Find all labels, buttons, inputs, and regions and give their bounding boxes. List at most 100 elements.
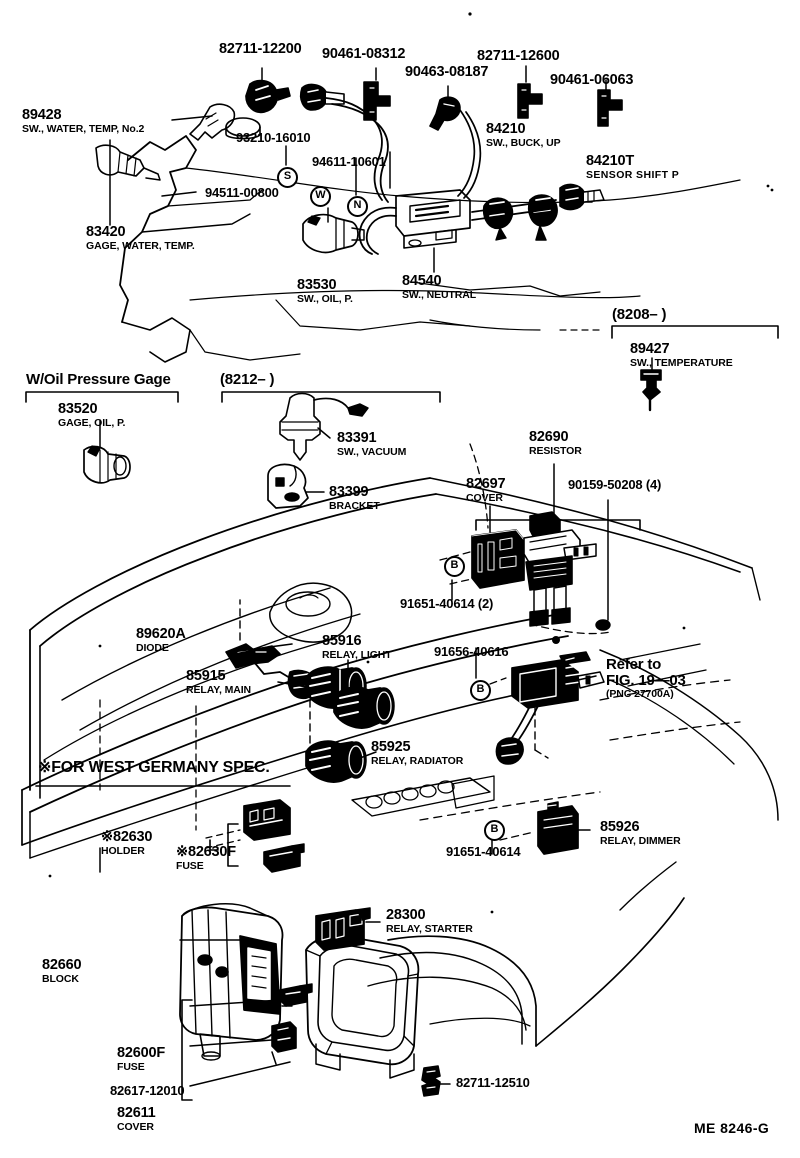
part-desc: SW., WATER, TEMP, No.2 [22, 122, 145, 135]
part-label-85915: 85915 RELAY, MAIN [186, 669, 251, 695]
diagram-code: ME 8246-G [694, 1120, 770, 1136]
group-header-text: (8208– ) [612, 306, 667, 323]
part-label-90463-08187: 90463-08187 [405, 65, 488, 80]
part-number: 82690 [529, 429, 569, 445]
part-number: 90159-50208 (4) [568, 477, 662, 492]
part-number: 82600F [117, 1045, 165, 1061]
part-number: 83399 [329, 484, 369, 500]
part-label-82630F: ※82630F FUSE [176, 845, 236, 871]
cross-reference-note: Refer to FIG. 19—03 (PNC 27700A) [606, 657, 686, 700]
part-label-91656-40616: 91656-40616 [434, 644, 509, 659]
part-number: 82711-12600 [477, 48, 560, 64]
part-label-85926: 85926 RELAY, DIMMER [600, 820, 681, 846]
part-desc: FUSE [176, 859, 204, 872]
marker-s-icon: S [277, 167, 298, 188]
part-desc: SW., NEUTRAL [402, 288, 477, 301]
part-number: 85925 [371, 739, 411, 755]
cross-ref-line1: Refer to [606, 656, 662, 673]
part-label-89620A: 89620A DIODE [136, 627, 186, 653]
part-label-84540: 84540 SW., NEUTRAL [402, 274, 476, 300]
part-number: 90461-08312 [322, 46, 406, 62]
marker-w-icon: W [310, 186, 331, 207]
part-label-91651-40614-2: 91651-40614 (2) [400, 597, 493, 610]
group-header-oil-pressure-gage: W/Oil Pressure Gage [26, 372, 171, 388]
part-desc: RELAY, RADIATOR [371, 754, 464, 767]
part-desc: RELAY, MAIN [186, 683, 252, 696]
part-label-82600F: 82600F FUSE [117, 1046, 165, 1072]
part-number: 94511-00800 [205, 185, 279, 200]
part-label-82697: 82697 COVER [466, 477, 506, 504]
part-label-84210: 84210 SW., BUCK, UP [486, 122, 561, 148]
part-number: 91651-40614 [446, 844, 521, 859]
part-label-91651-40614: 91651-40614 [446, 844, 521, 859]
part-desc: BRACKET [329, 499, 380, 512]
part-label-83520: 83520 GAGE, OIL, P. [58, 402, 125, 428]
part-label-82660: 82660 BLOCK [42, 958, 82, 985]
part-number: 84210 [486, 121, 526, 137]
part-number: 91656-40616 [434, 644, 509, 659]
group-header-text: W/Oil Pressure Gage [26, 371, 171, 388]
part-number: 83391 [337, 430, 377, 446]
part-label-82690: 82690 RESISTOR [529, 430, 582, 456]
part-label-82630: ※82630 HOLDER [101, 830, 152, 856]
part-number: 84210T [586, 153, 634, 169]
marker-n-icon: N [347, 196, 368, 217]
cross-ref-line2: FIG. 19—03 [606, 671, 686, 689]
part-label-83391: 83391 SW., VACUUM [337, 431, 406, 457]
part-desc: FUSE [117, 1060, 145, 1073]
part-label-28300: 28300 RELAY, STARTER [386, 908, 473, 934]
part-number: 85916 [322, 633, 362, 649]
part-label-85916: 85916 RELAY, LIGHT [322, 634, 392, 660]
part-label-94611-10601: 94611-10601 [312, 155, 386, 168]
part-number: 89427 [630, 341, 670, 357]
part-number: 82617-12010 [110, 1083, 185, 1098]
part-number: 84540 [402, 273, 442, 289]
part-desc: DIODE [136, 641, 169, 654]
part-label-83530: 83530 SW., OIL, P. [297, 278, 353, 304]
part-number: 82711-12510 [456, 1075, 530, 1090]
part-desc: SW., TEMPERATURE [630, 356, 733, 369]
part-number: 89620A [136, 626, 186, 642]
part-number: 93210-16010 [236, 130, 311, 145]
part-number: 83420 [86, 224, 126, 240]
part-desc: SENSOR SHIFT P [586, 168, 680, 181]
part-desc: HOLDER [101, 844, 145, 857]
part-number: 89428 [22, 107, 62, 123]
part-number: 82611 [117, 1105, 156, 1121]
group-header-8208: (8208– ) [612, 307, 666, 323]
part-label-90159-50208: 90159-50208 (4) [568, 478, 661, 491]
part-desc: BLOCK [42, 972, 79, 985]
part-label-83399: 83399 BRACKET [329, 485, 380, 511]
part-desc: RELAY, STARTER [386, 922, 473, 935]
part-number: 82711-12200 [219, 41, 302, 57]
part-number: ※82630F [176, 844, 236, 860]
part-desc: SW., VACUUM [337, 445, 407, 458]
part-number: ※82630 [101, 829, 153, 845]
part-desc: SW., BUCK, UP [486, 136, 561, 149]
part-label-83420: 83420 GAGE, WATER, TEMP. [86, 225, 195, 251]
part-desc: RELAY, LIGHT [322, 648, 392, 661]
part-desc: COVER [466, 491, 503, 504]
part-number: 90463-08187 [405, 64, 489, 80]
part-desc: SW., OIL, P. [297, 292, 353, 305]
part-number: 94611-10601 [312, 154, 386, 169]
part-label-94511-00800: 94511-00800 [205, 186, 279, 199]
part-number: 90461-06063 [550, 72, 634, 88]
spec-note-text: ※FOR WEST GERMANY SPEC. [38, 759, 270, 776]
part-desc: RELAY, DIMMER [600, 834, 681, 847]
part-number: 91651-40614 (2) [400, 596, 494, 611]
part-number: 83530 [297, 277, 337, 293]
west-germany-spec-note: ※FOR WEST GERMANY SPEC. [38, 760, 270, 776]
part-label-89427: 89427 SW., TEMPERATURE [630, 342, 733, 368]
part-desc: GAGE, WATER, TEMP. [86, 239, 195, 252]
part-label-90461-06063: 90461-06063 [550, 73, 633, 88]
part-label-90461-08312: 90461-08312 [322, 47, 405, 62]
marker-b-icon-1: B [444, 556, 465, 577]
part-label-82711-12510: 82711-12510 [456, 1076, 530, 1089]
part-label-84210T: 84210T SENSOR SHIFT P [586, 154, 679, 180]
part-number: 85926 [600, 819, 640, 835]
group-header-text: (8212– ) [220, 371, 275, 388]
part-label-82711-12200: 82711-12200 [219, 41, 302, 57]
